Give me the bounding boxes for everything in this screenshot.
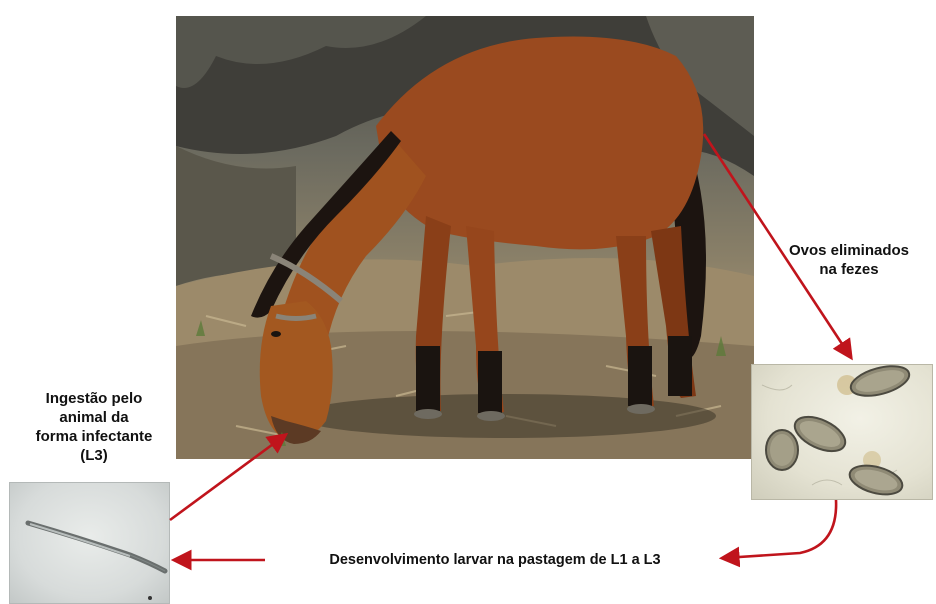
ingestion-label: Ingestão pelo animal da forma infectante… bbox=[14, 389, 174, 465]
eggs-label-line-2: na fezes bbox=[774, 260, 924, 279]
development-label: Desenvolvimento larvar na pastagem de L1… bbox=[270, 551, 720, 570]
eggs-label-line-1: Ovos eliminados bbox=[774, 241, 924, 260]
ingestion-label-line-3: forma infectante bbox=[14, 427, 174, 446]
ingestion-label-line-2: animal da bbox=[14, 408, 174, 427]
eggs-label: Ovos eliminados na fezes bbox=[774, 241, 924, 279]
arrow-to-horse-mouth bbox=[170, 436, 284, 520]
ingestion-label-line-1: Ingestão pelo bbox=[14, 389, 174, 408]
arrow-curve-to-development bbox=[724, 500, 836, 558]
ingestion-label-line-4: (L3) bbox=[14, 446, 174, 465]
